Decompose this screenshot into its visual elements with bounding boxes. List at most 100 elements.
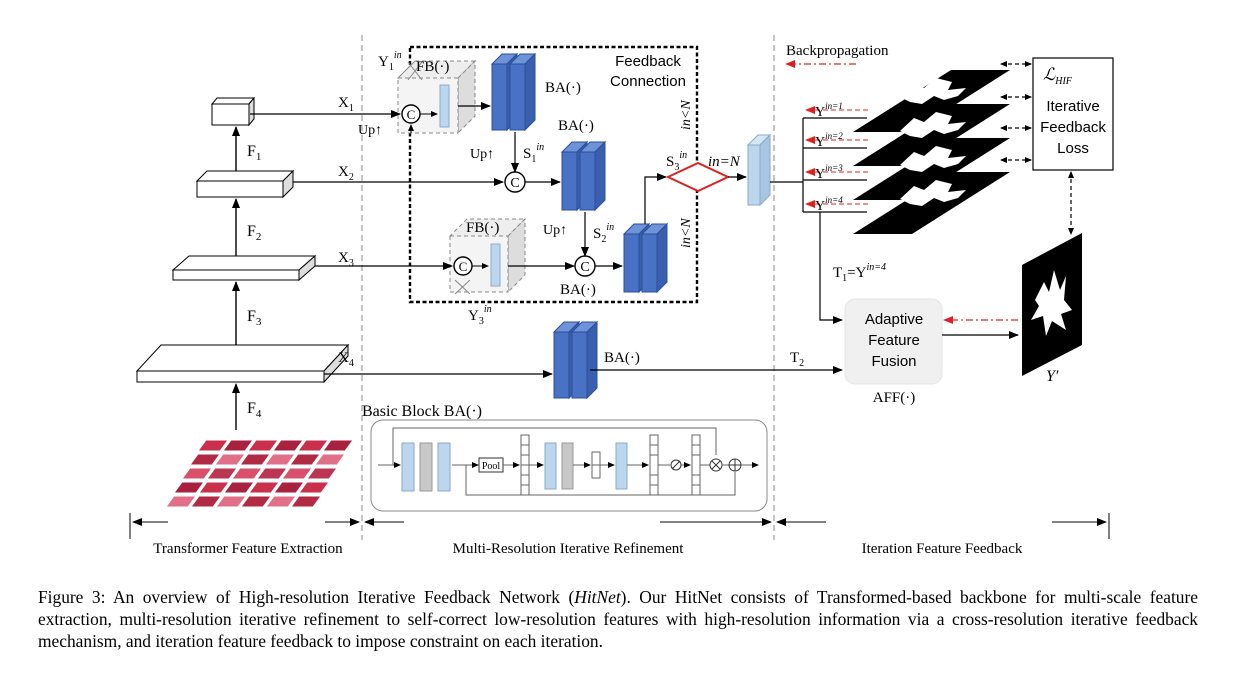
up-bottom-label: Up↑ xyxy=(543,223,567,238)
y1-in-label: Y1in xyxy=(378,50,402,73)
image-patch xyxy=(240,495,272,508)
image-patch xyxy=(265,495,297,508)
t1-path xyxy=(819,212,843,324)
image-patch xyxy=(173,481,205,494)
caption-model-name: HitNet xyxy=(574,587,621,607)
iteration-output-label: Yin=1 xyxy=(815,101,843,120)
fb-label-top: FB(·) xyxy=(416,59,449,75)
basic-block-title: Basic Block BA(·) xyxy=(362,403,482,420)
feature-slab-3 xyxy=(171,254,317,282)
architecture-diagram: F1 F2 F3 F4 Feedback Connection Y1in FB(… xyxy=(129,35,1114,557)
image-patch xyxy=(223,481,255,494)
image-patch xyxy=(165,495,197,508)
image-patch xyxy=(181,467,213,480)
fb-module-top xyxy=(396,59,477,135)
ba-label-1: BA(·) xyxy=(545,80,581,96)
concat-bottom-fb-symbol: C xyxy=(459,259,468,274)
f1-label: F1 xyxy=(247,143,261,163)
final-prediction-shape xyxy=(1031,270,1072,336)
refined-feature-output xyxy=(746,133,772,207)
iteration-output-label: Yin=3 xyxy=(815,163,843,182)
iteration-output-label: Yin=2 xyxy=(815,131,843,150)
up-mid-label: Up↑ xyxy=(470,147,494,162)
aff-label-2: Feature xyxy=(868,332,920,349)
feature-slab-4 xyxy=(135,343,350,384)
s2-label: S2in xyxy=(593,222,614,245)
image-patch xyxy=(290,495,322,508)
image-patch xyxy=(214,453,246,466)
loss-label-2: Feedback xyxy=(1040,119,1106,136)
up-top-label: Up↑ xyxy=(358,123,382,138)
caption-lead: Figure 3: An overview of High-resolution… xyxy=(38,587,575,607)
ba-label-2: BA(·) xyxy=(558,118,594,134)
prediction-masks xyxy=(853,70,1010,234)
image-patch xyxy=(306,467,338,480)
image-patch xyxy=(198,481,230,494)
loss-label-3: Loss xyxy=(1057,140,1089,157)
mask-shape xyxy=(900,180,966,206)
aff-label-1: Adaptive xyxy=(865,311,923,328)
y-prime-label: Y′ xyxy=(1046,368,1059,385)
x3-label: X3 xyxy=(338,250,354,269)
f4-label: F4 xyxy=(247,400,262,420)
mask-layer xyxy=(853,104,1010,166)
aff-name: AFF(·) xyxy=(873,390,916,406)
input-image-patches xyxy=(165,439,354,508)
s1-label: S1in xyxy=(523,142,544,165)
ba-block-3 xyxy=(622,222,669,294)
s3-label: S3in xyxy=(666,150,687,173)
pool-label: Pool xyxy=(482,461,501,472)
loss-symbol: ℒHIF xyxy=(1043,65,1073,87)
loss-links xyxy=(1000,61,1032,163)
image-patch xyxy=(297,439,329,452)
feedback-connection-label: Feedback xyxy=(615,53,681,70)
stage-label-left: Transformer Feature Extraction xyxy=(153,541,343,557)
mask-shape xyxy=(900,78,966,104)
feedback-connection-box xyxy=(408,45,699,304)
s3-path xyxy=(644,173,667,224)
mask-layer xyxy=(853,138,1010,200)
in-eq-n-label: in=N xyxy=(708,154,741,170)
image-patch xyxy=(222,439,254,452)
concat-bottom-symbol: C xyxy=(580,260,589,275)
stage-arrows xyxy=(129,513,1110,539)
image-patch xyxy=(215,495,247,508)
image-patch xyxy=(322,439,354,452)
image-patch xyxy=(314,453,346,466)
ba-label-3: BA(·) xyxy=(560,282,596,298)
mask-layer xyxy=(853,70,1010,132)
adaptive-feature-fusion-box xyxy=(844,298,943,385)
t1-label: T1=Yin=4 xyxy=(833,262,886,284)
image-patch xyxy=(298,481,330,494)
f3-label: F3 xyxy=(247,308,262,328)
image-patch xyxy=(272,439,304,452)
mask-layer xyxy=(853,172,1010,234)
image-patch xyxy=(273,481,305,494)
y3-in-label: Y3in xyxy=(468,304,492,327)
in-lt-n-bottom: in<N xyxy=(679,218,694,248)
image-patch xyxy=(190,495,222,508)
image-patch xyxy=(231,467,263,480)
image-patch xyxy=(264,453,296,466)
stage-label-right: Iteration Feature Feedback xyxy=(862,541,1023,557)
iterative-feedback-loss-box xyxy=(1032,57,1114,171)
image-patch xyxy=(239,453,271,466)
image-patch xyxy=(256,467,288,480)
image-patch xyxy=(281,467,313,480)
x1-label: X1 xyxy=(338,95,354,114)
ba-block-1 xyxy=(490,52,537,132)
concat-top-symbol: C xyxy=(407,107,416,122)
x4-label: X4 xyxy=(338,350,354,369)
figure-caption: Figure 3: An overview of High-resolution… xyxy=(38,586,1198,652)
aff-label-3: Fusion xyxy=(871,353,916,370)
x2-label: X2 xyxy=(338,164,354,183)
backpropagation-label: Backpropagation xyxy=(786,43,889,59)
caption-rest: ). Our HitNet consists of Transformed-ba… xyxy=(38,587,1198,651)
image-patch xyxy=(189,453,221,466)
f2-label: F2 xyxy=(247,223,261,243)
stage-label-middle: Multi-Resolution Iterative Refinement xyxy=(453,541,685,557)
image-patch xyxy=(248,481,280,494)
loss-label-1: Iterative xyxy=(1046,98,1099,115)
basic-block-internals: Pool xyxy=(378,427,759,496)
